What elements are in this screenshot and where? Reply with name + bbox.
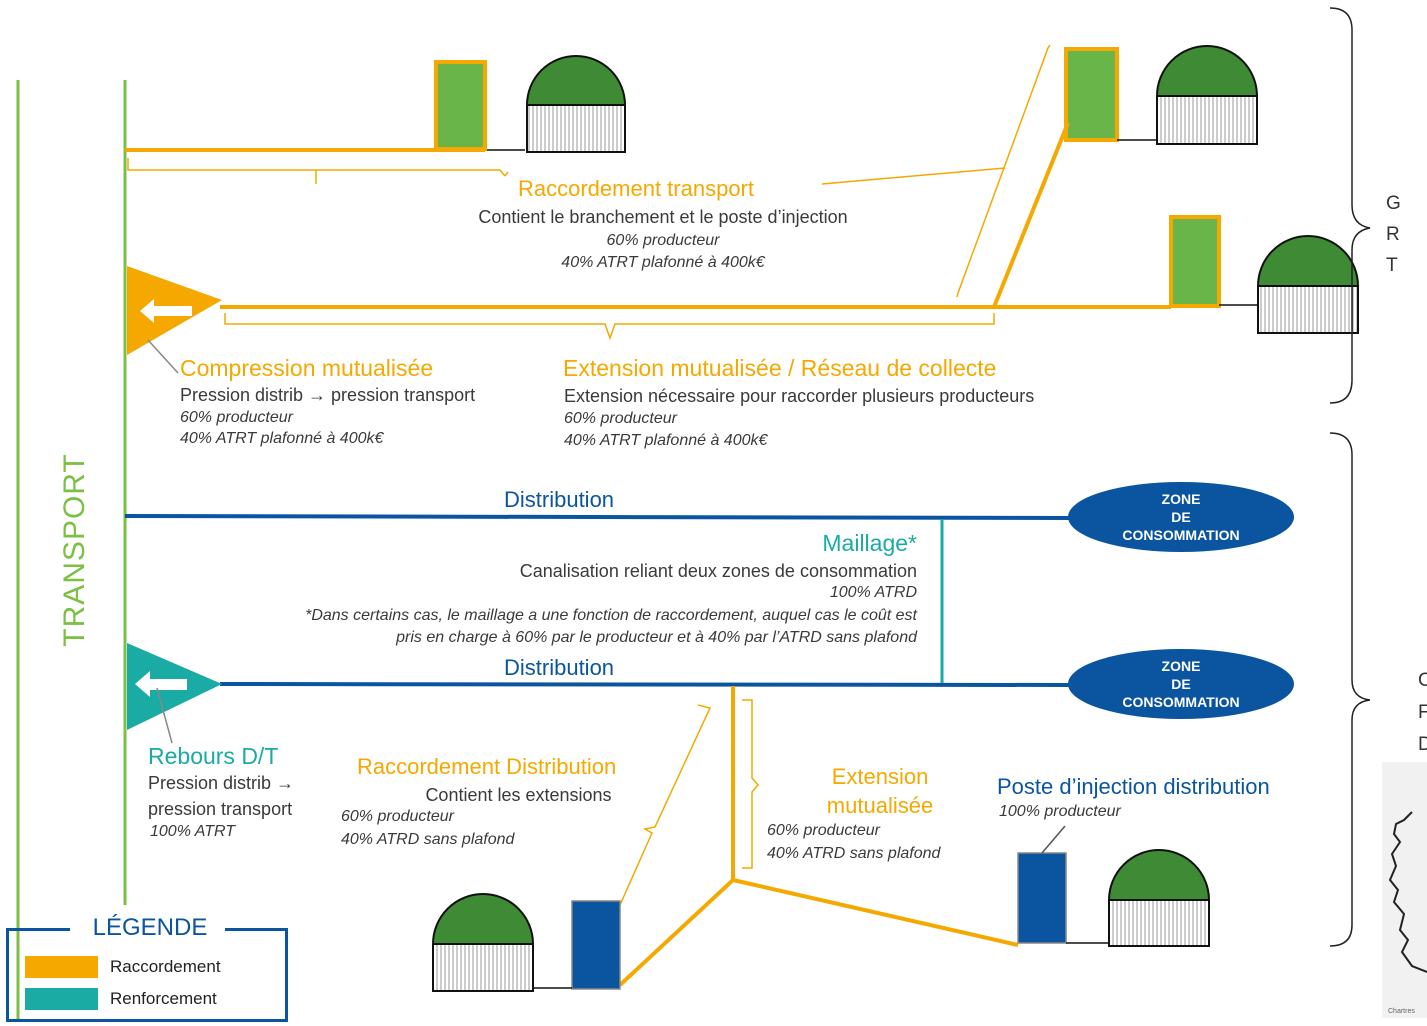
poste-injection-title: Poste d’injection distribution <box>997 774 1270 799</box>
digester-4 <box>1107 849 1211 947</box>
extension-collecte-title: Extension mutualisée / Réseau de collect… <box>563 355 997 381</box>
cut-text-bottom-3: D <box>1418 734 1427 755</box>
compression-arrow-icon <box>140 299 192 323</box>
distribution-label-2: Distribution <box>504 655 615 680</box>
digester-2 <box>1155 45 1259 145</box>
raccordement-distribution-line <box>618 878 735 987</box>
rebours-desc-2: pression transport <box>148 799 293 819</box>
raccordement-distribution-desc: Contient les extensions <box>425 785 612 805</box>
rebours-title: Rebours D/T <box>148 743 279 769</box>
legend-label-raccordement: Raccordement <box>110 957 221 976</box>
collecte-branch <box>992 122 1070 308</box>
raccordement-transport-pointer <box>821 167 1006 185</box>
digester-3 <box>1256 235 1360 334</box>
raccordement-distribution-title: Raccordement Distribution <box>357 754 617 779</box>
zone-consommation-2 <box>1068 649 1294 719</box>
legend-swatch-raccordement <box>25 956 98 978</box>
legend-label-renforcement: Renforcement <box>110 989 217 1008</box>
rebours-desc-1: Pression distrib → <box>148 773 295 793</box>
injection-post-transport-1 <box>434 60 487 151</box>
raccordement-transport-desc: Contient le branchement et le poste d’in… <box>478 207 848 227</box>
legend-title: LÉGENDE <box>92 914 208 941</box>
maillage-share: 100% ATRD <box>829 584 917 601</box>
compression-share-1: 60% producteur <box>180 409 293 426</box>
legend-box <box>6 928 288 1022</box>
raccordement-distribution-share-2: 40% ATRD sans plafond <box>341 831 515 848</box>
extension-mutualisee-share-2: 40% ATRD sans plafond <box>767 845 941 862</box>
raccordement-transport-share-2: 40% ATRT plafonné à 400k€ <box>561 254 765 271</box>
compression-title: Compression mutualisée <box>180 355 434 381</box>
raccordement-transport-title: Raccordement transport <box>518 176 754 201</box>
maillage-desc: Canalisation reliant deux zones de conso… <box>519 561 917 581</box>
raccordement-transport-share-1: 60% producteur <box>606 232 720 249</box>
extension-collecte-desc: Extension nécessaire pour raccorder plus… <box>564 386 1035 406</box>
rebours-share: 100% ATRT <box>150 823 236 840</box>
legend-border-right <box>225 928 288 931</box>
compression-desc: Pression distrib → pression transport <box>180 385 476 405</box>
map-caption: Chartres <box>1388 1008 1415 1015</box>
map-thumbnail <box>1382 762 1427 1018</box>
extension-collecte-share-2: 40% ATRT plafonné à 400k€ <box>564 432 768 449</box>
legend-border-left <box>6 928 70 931</box>
cut-text-bottom-2: F <box>1418 702 1427 723</box>
legend-swatch-renforcement <box>25 988 98 1010</box>
poste-injection-distribution <box>1017 852 1067 944</box>
distribution-line-2 <box>219 682 1071 687</box>
compression-share-2: 40% ATRT plafonné à 400k€ <box>180 430 384 447</box>
extension-to-poste-line <box>732 878 1019 947</box>
poste-injection-share: 100% producteur <box>999 803 1121 820</box>
raccordement-distribution-share-1: 60% producteur <box>341 808 454 825</box>
extension-mutualisee-title-2: mutualisée <box>826 793 934 818</box>
poste-injection-raccordement-distribution <box>571 900 621 990</box>
maillage-title: Maillage* <box>822 530 917 556</box>
collecte-brace <box>224 313 995 341</box>
maillage-note-2: pris en charge à 60% par le producteur e… <box>396 629 917 646</box>
rebours-arrow-icon <box>135 671 187 697</box>
extension-mutualisee-share-1: 60% producteur <box>767 822 880 839</box>
digester-5 <box>431 893 535 992</box>
cut-text-top-2: R <box>1386 224 1400 245</box>
digester-1 <box>525 55 627 153</box>
cut-text-top-1: G <box>1386 193 1401 214</box>
distribution-label-1: Distribution <box>504 487 615 512</box>
transport-branch-bracket <box>956 44 1051 298</box>
injection-post-transport-2 <box>1064 47 1119 142</box>
injection-post-transport-3 <box>1169 215 1221 308</box>
right-brace-bottom <box>1329 432 1371 947</box>
cut-text-top-3: T <box>1386 255 1398 276</box>
right-brace-top <box>1329 7 1371 404</box>
extension-brace <box>742 699 759 869</box>
zone-consommation-1 <box>1068 482 1294 552</box>
maillage-note-1: *Dans certains cas, le maillage a une fo… <box>305 607 917 624</box>
distribution-line-1 <box>124 514 1071 520</box>
extension-mutualisee-title-1: Extension <box>831 764 929 789</box>
raccordement-transport-brace <box>127 158 506 184</box>
extension-collecte-share-1: 60% producteur <box>564 410 677 427</box>
cut-text-bottom-1: C <box>1418 670 1427 691</box>
